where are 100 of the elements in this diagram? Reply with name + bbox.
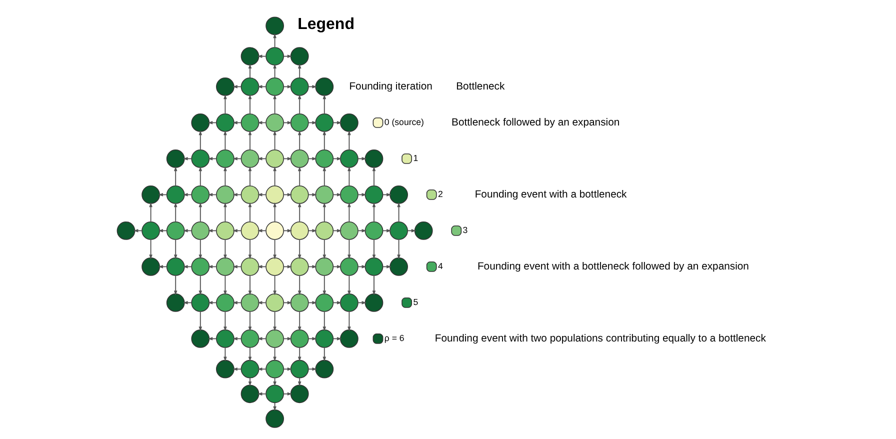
arrow — [322, 311, 326, 332]
arrow — [283, 301, 292, 304]
arrow — [372, 239, 376, 260]
arrow — [273, 378, 276, 386]
node-circle — [290, 294, 309, 312]
node-circle — [290, 150, 309, 168]
arrow — [198, 311, 202, 332]
arrow — [248, 94, 252, 114]
arrow — [322, 94, 326, 114]
arrow — [224, 166, 227, 186]
legend-label: Founding event with a bottleneck followed by an expansion — [477, 261, 749, 272]
arrow — [198, 239, 202, 260]
node-circle — [216, 222, 234, 240]
arrow — [273, 130, 276, 150]
arrow — [248, 347, 252, 362]
node-circle — [364, 294, 384, 312]
node-circle — [290, 258, 309, 276]
node-circle — [390, 222, 408, 240]
legend-label: Bottleneck followed by an expansion — [452, 117, 620, 128]
node-circle — [216, 78, 234, 96]
arrow — [273, 311, 276, 332]
arrow — [149, 202, 152, 222]
legend-label: ρ = 6 — [384, 332, 404, 343]
arrow — [149, 239, 152, 260]
arrow — [257, 367, 266, 371]
node-circle — [290, 78, 309, 96]
arrow — [248, 275, 252, 296]
node-circle — [240, 360, 260, 378]
node-circle — [364, 186, 384, 204]
arrow — [298, 239, 302, 260]
node-circle — [266, 410, 284, 428]
node-circle — [266, 222, 284, 240]
arrow — [248, 202, 252, 222]
label: Founding iteration — [349, 81, 432, 92]
arrow — [322, 166, 326, 186]
arrow — [198, 275, 202, 296]
node-circle — [266, 294, 284, 312]
arrow — [322, 347, 326, 362]
arrow — [208, 301, 217, 304]
arrow — [298, 166, 302, 186]
node-circle — [191, 222, 210, 240]
arrow — [273, 202, 276, 222]
node-circle — [340, 150, 358, 168]
node-circle — [315, 78, 334, 96]
node-circle — [191, 150, 210, 168]
node-circle — [216, 150, 234, 168]
node-circle — [240, 114, 260, 132]
node-circle — [290, 330, 309, 348]
node-circle — [240, 330, 260, 348]
arrow — [174, 166, 178, 186]
node-circle — [266, 47, 284, 66]
node-circle — [191, 258, 210, 276]
legend-label: 2 — [438, 188, 443, 199]
node-circle — [240, 186, 260, 204]
legend-label: Bottleneck — [456, 81, 505, 92]
node-circle — [340, 330, 358, 348]
arrow — [248, 64, 252, 78]
arrow — [322, 239, 326, 260]
node-circle — [166, 150, 185, 168]
node-circle — [290, 186, 309, 204]
arrow — [298, 94, 302, 114]
node-circle — [240, 78, 260, 96]
legend-label: 1 — [413, 152, 418, 163]
arrow — [283, 392, 292, 396]
legend-label: Founding event with a bottleneck — [474, 189, 627, 200]
arrow — [298, 347, 302, 362]
node-circle — [166, 186, 185, 204]
arrow — [224, 130, 227, 150]
arrow — [224, 202, 227, 222]
node-circle — [315, 294, 334, 312]
arrow — [198, 202, 202, 222]
node-circle — [191, 330, 210, 348]
node-circle — [290, 222, 309, 240]
node-circle — [266, 150, 284, 168]
node-circle — [240, 294, 260, 312]
arrow — [298, 64, 302, 78]
node-circle — [340, 222, 358, 240]
arrow — [358, 265, 367, 268]
arrow — [174, 202, 178, 222]
legend-label: 3 — [462, 224, 468, 235]
node-circle — [191, 186, 210, 204]
arrow — [224, 311, 227, 332]
arrow — [283, 157, 292, 160]
node-circle — [266, 384, 284, 404]
node-circle — [315, 186, 334, 204]
node-circle — [240, 150, 260, 168]
node-circle — [315, 150, 334, 168]
arrow — [283, 85, 292, 88]
arrow — [283, 229, 292, 232]
arrow — [224, 94, 227, 114]
legend-label: 0 (source) — [384, 116, 424, 127]
arrow — [283, 265, 292, 268]
arrow — [257, 54, 266, 58]
arrow — [358, 229, 367, 232]
arrow — [358, 301, 367, 304]
arrow — [208, 121, 217, 124]
node-circle — [315, 222, 334, 240]
arrow — [257, 193, 266, 196]
node-circle — [364, 222, 384, 240]
node-circle — [315, 330, 334, 348]
